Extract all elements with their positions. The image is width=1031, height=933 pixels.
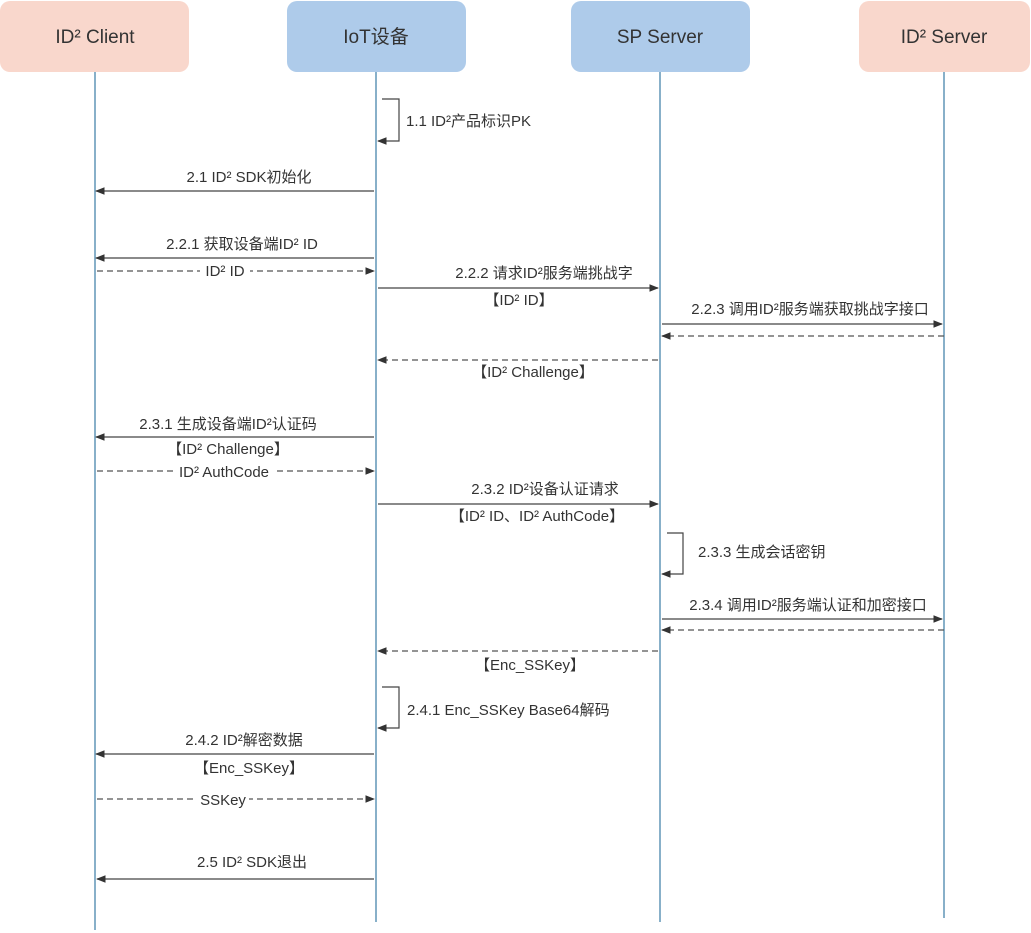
msg-1-1-label: 1.1 ID²产品标识PK	[406, 113, 531, 130]
msg-2-4-2-label: 2.4.2 ID²解密数据	[185, 732, 303, 749]
msg-2-3-1-param: 【ID² Challenge】	[167, 441, 289, 458]
msg-2-2-3-label: 2.2.3 调用ID²服务端获取挑战字接口	[691, 301, 929, 318]
actor-sp-box	[571, 1, 750, 72]
msg-2-3-3-arrow	[661, 532, 684, 578]
actor-client: ID² Client	[0, 1, 189, 72]
msg-authcode-return-label: ID² AuthCode	[179, 464, 269, 481]
msg-2-3-2-param: 【ID² ID、ID² AuthCode】	[450, 508, 624, 525]
msg-2-4-1-label: 2.4.1 Enc_SSKey Base64解码	[407, 702, 610, 719]
actor-iot-label: IoT设备	[343, 26, 408, 48]
msg-2-4-2-param: 【Enc_SSKey】	[194, 760, 304, 777]
actor-server: ID² Server	[859, 1, 1030, 72]
actor-server-box	[859, 1, 1030, 72]
actor-client-box	[0, 1, 189, 72]
msg-2-5-label: 2.5 ID² SDK退出	[197, 854, 307, 871]
actor-iot: IoT设备	[287, 1, 466, 72]
actor-iot-box	[287, 1, 466, 72]
actor-client-label: ID² Client	[55, 27, 135, 48]
msg-2-3-3-label: 2.3.3 生成会话密钥	[698, 544, 826, 561]
msg-2-3-4-label: 2.3.4 调用ID²服务端认证和加密接口	[689, 597, 927, 614]
msg-id-return-bg	[200, 262, 250, 280]
msg-2-2-2-param: 【ID² ID】	[484, 292, 553, 309]
msg-2-4-1-arrow	[377, 686, 400, 732]
msg-enc-sskey-return-label: 【Enc_SSKey】	[475, 657, 585, 674]
msg-2-2-1-label: 2.2.1 获取设备端ID² ID	[166, 236, 318, 253]
msg-id-return-label: ID² ID	[205, 263, 244, 280]
msg-2-1-label: 2.1 ID² SDK初始化	[186, 169, 311, 186]
actor-server-label: ID² Server	[901, 27, 988, 48]
msg-2-2-2-label: 2.2.2 请求ID²服务端挑战字	[455, 265, 633, 282]
actor-sp-label: SP Server	[617, 27, 704, 48]
actor-sp: SP Server	[571, 1, 750, 72]
msg-1-1-arrow	[377, 98, 400, 145]
msg-sskey-return-bg	[197, 790, 249, 808]
msg-challenge-return-label: 【ID² Challenge】	[472, 364, 594, 381]
msg-sskey-return-label: SSKey	[200, 792, 246, 809]
msg-authcode-return-bg	[173, 462, 275, 480]
msg-2-3-1-label: 2.3.1 生成设备端ID²认证码	[139, 416, 317, 433]
msg-2-3-2-label: 2.3.2 ID²设备认证请求	[471, 481, 619, 498]
